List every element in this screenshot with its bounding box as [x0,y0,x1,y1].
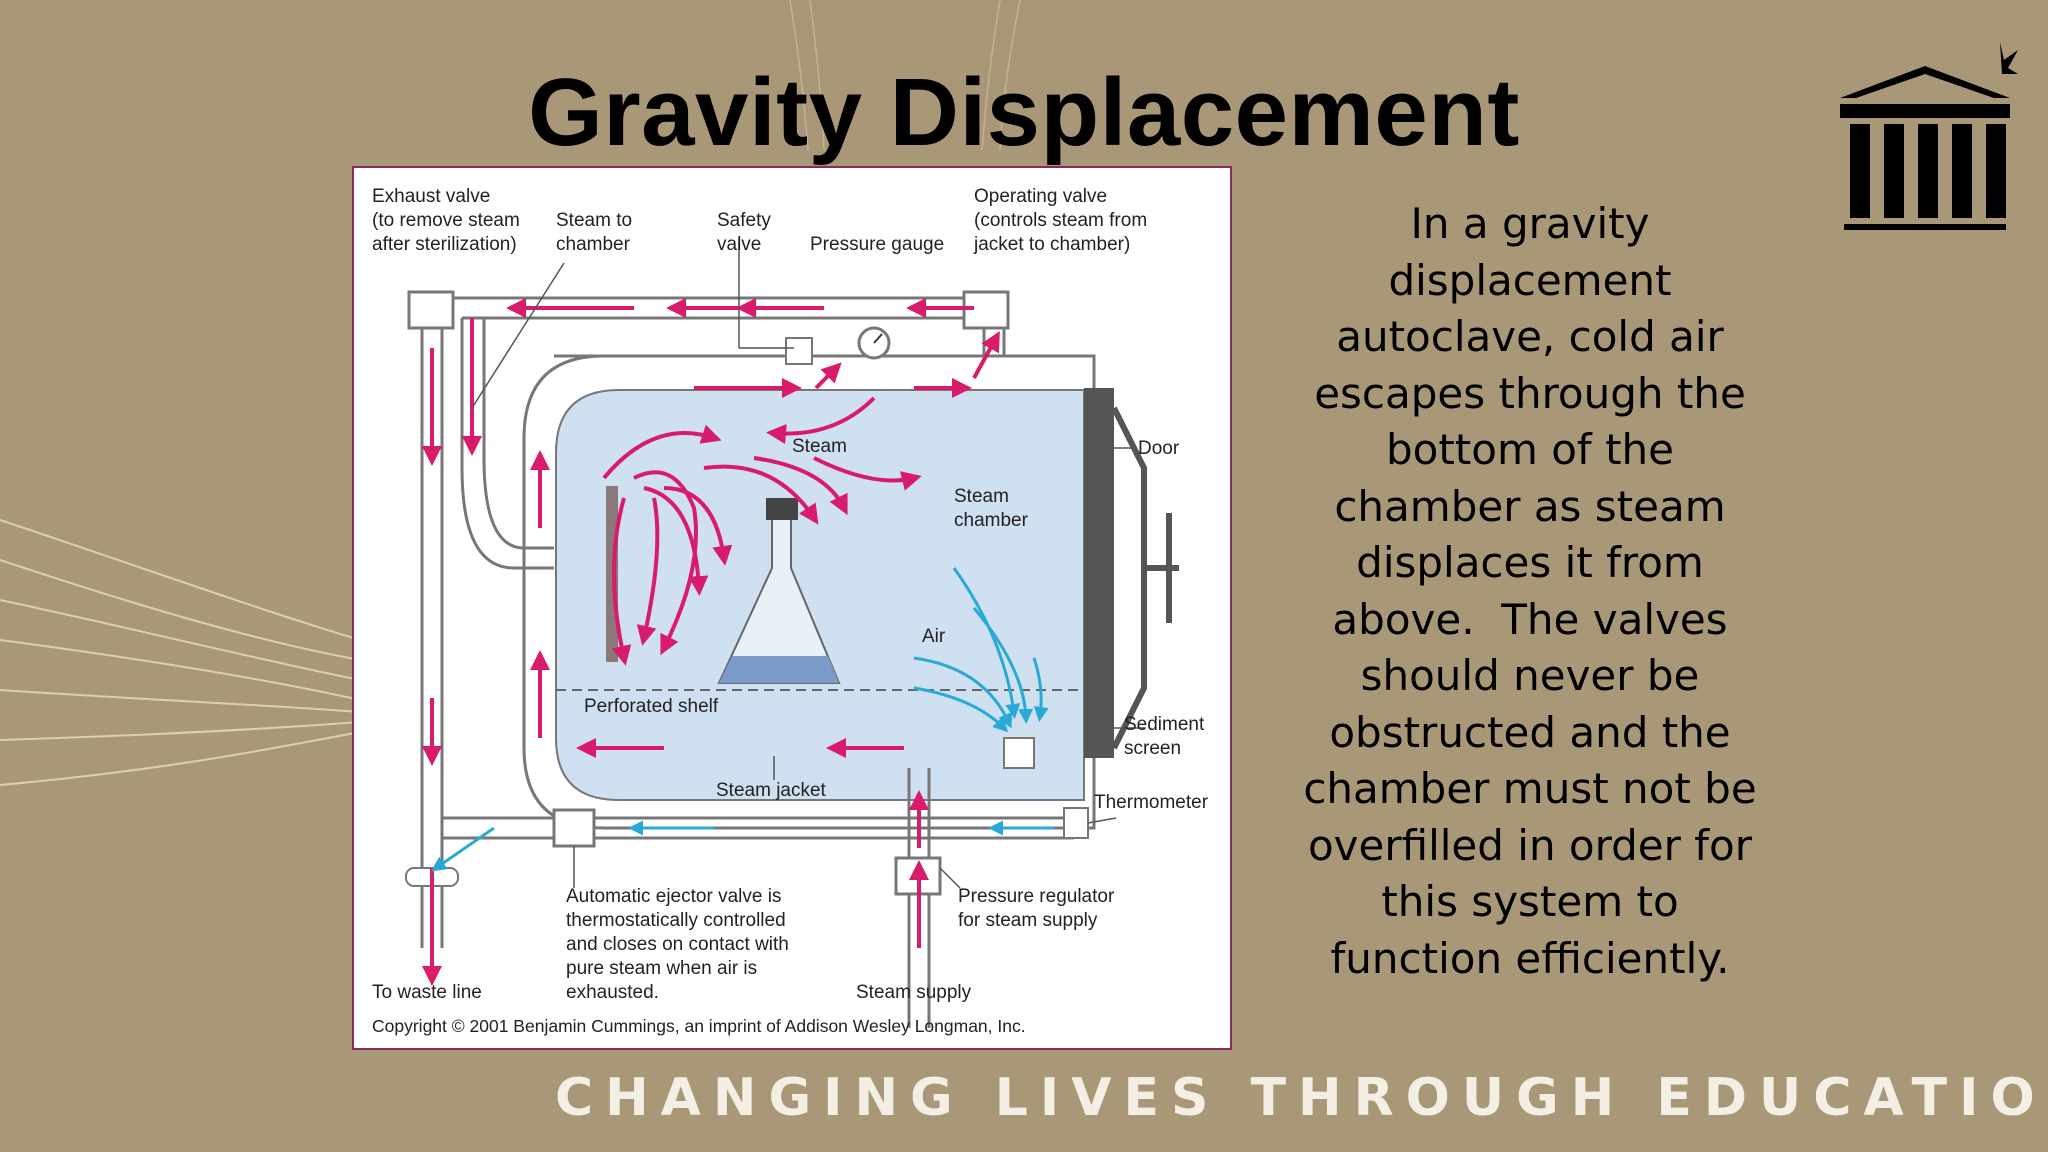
thermometer [1063,807,1089,839]
college-building-logo-icon [1840,42,2018,230]
label-copyright: Copyright © 2001 Benjamin Cummings, an i… [372,1016,1026,1036]
label-perforated-shelf: Perforated shelf [584,696,719,717]
label-safety-valve: Safety valve [717,210,776,255]
autoclave-diagram: Exhaust valve (to remove steam after ste… [352,166,1232,1050]
label-thermometer: Thermometer [1094,792,1209,813]
back-plate [606,486,618,662]
label-exhaust-valve: Exhaust valve (to remove steam after ste… [372,186,525,255]
label-steam-jacket: Steam jacket [716,780,827,801]
label-pressure-regulator: Pressure regulator for steam supply [958,886,1120,931]
label-air: Air [922,626,946,647]
slide-title: Gravity Displacement [528,59,1520,166]
label-steam: Steam [792,436,847,457]
label-steam-supply: Steam supply [856,982,972,1003]
label-door: Door [1138,438,1180,459]
ejector-valve [552,808,596,848]
label-operating-valve: Operating valve (controls steam from jac… [973,186,1152,255]
label-sediment-screen: Sediment screen [1124,714,1210,759]
label-pressure-gauge: Pressure gauge [810,234,944,255]
slide-body-text: In a gravity displacement autoclave, col… [1303,199,1771,983]
door [1084,388,1114,758]
footer-tagline: CHANGING LIVES THROUGH EDUCATION [555,1068,2048,1128]
sediment-screen [1003,737,1035,769]
label-steam-chamber: Steam chamber [954,486,1029,531]
label-ejector-valve: Automatic ejector valve is thermostatica… [566,886,794,1003]
label-waste-line: To waste line [372,982,482,1003]
safety-valve [785,337,813,365]
exhaust-valve [407,290,455,330]
autoclave-diagram-svg: Exhaust valve (to remove steam after ste… [372,186,1210,1036]
label-steam-to-chamber: Steam to chamber [556,210,637,255]
